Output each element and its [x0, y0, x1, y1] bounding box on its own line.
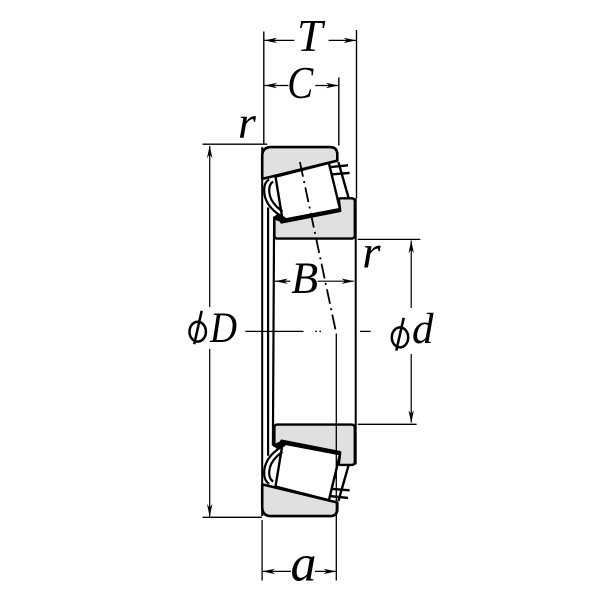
- svg-text:a: a: [291, 536, 317, 593]
- svg-text:T: T: [297, 10, 326, 61]
- svg-text:r: r: [238, 97, 257, 148]
- svg-text:r: r: [362, 227, 381, 279]
- svg-text:C: C: [287, 57, 314, 108]
- svg-text:B: B: [291, 253, 318, 302]
- svg-text:D: D: [209, 305, 237, 352]
- svg-text:d: d: [412, 306, 434, 353]
